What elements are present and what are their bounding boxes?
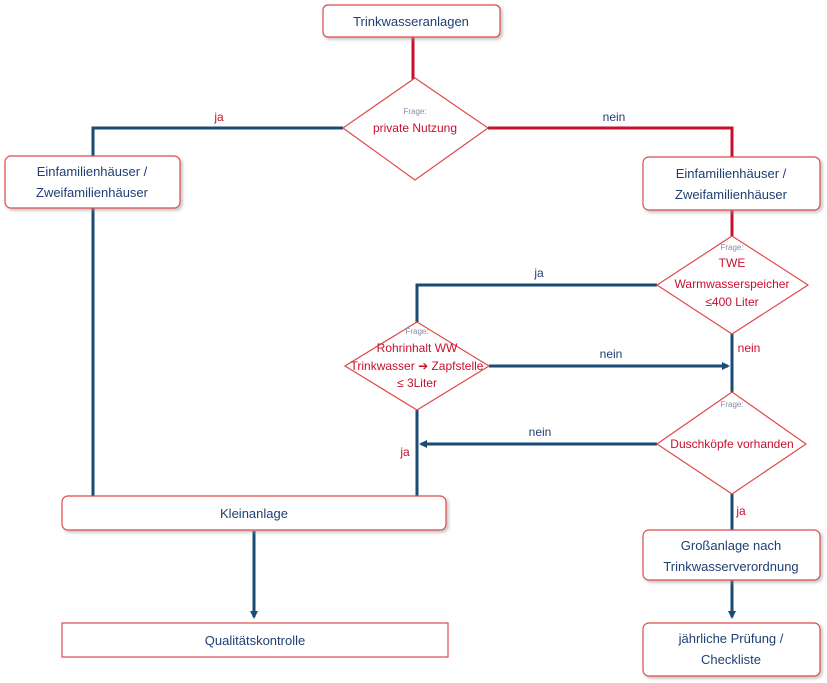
node-kleinanlage: Kleinanlage — [61, 495, 447, 531]
node-left-haeuser: Einfamilienhäuser / Zweifamilienhäuser — [4, 155, 181, 209]
q1-prefix: Frage: — [403, 107, 426, 116]
edge-q2-yes — [415, 283, 657, 323]
label-q4-yes: ja — [735, 504, 746, 518]
q2-line3: ≤400 Liter — [705, 295, 758, 309]
right-box-line1: Einfamilienhäuser / — [676, 166, 787, 181]
q3-line2: Trinkwasser ➔ Zapfstelle — [351, 359, 484, 373]
edge-q1-yes — [91, 126, 343, 157]
decision-warmwasserspeicher: Frage: TWE Warmwasserspeicher ≤400 Liter — [655, 235, 810, 335]
decision-rohrinhalt: Frage: Rohrinhalt WW Trinkwasser ➔ Zapfs… — [343, 321, 491, 411]
q2-prefix: Frage: — [720, 243, 743, 252]
decision-duschkoepfe: Frage: Duschköpfe vorhanden — [655, 391, 808, 495]
gross-line2: Trinkwasserverordnung — [663, 559, 798, 574]
gross-line1: Großanlage nach — [681, 538, 781, 553]
q2-line2: Warmwasserspeicher — [675, 277, 790, 291]
decision-private-nutzung: Frage: private Nutzung — [341, 77, 490, 181]
label-q2-yes: ja — [533, 266, 544, 280]
q4-label: Duschköpfe vorhanden — [670, 437, 793, 451]
label-q3-yes: ja — [399, 445, 410, 459]
kleinanlage-label: Kleinanlage — [220, 506, 288, 521]
label-q2-no: nein — [738, 341, 761, 355]
node-trinkwasseranlagen: Trinkwasseranlagen — [322, 4, 501, 38]
left-box-line2: Zweifamilienhäuser — [36, 185, 149, 200]
q4-prefix: Frage: — [720, 400, 743, 409]
connectors — [91, 36, 736, 619]
label-q4-no: nein — [529, 425, 552, 439]
qualitaetskontrolle-label: Qualitätskontrolle — [205, 633, 305, 648]
node-trinkwasseranlagen-label: Trinkwasseranlagen — [353, 14, 469, 29]
label-q1-no: nein — [603, 110, 626, 124]
label-q3-no: nein — [600, 347, 623, 361]
q3-prefix: Frage: — [405, 327, 428, 336]
node-qualitaetskontrolle: Qualitätskontrolle — [61, 622, 449, 658]
pruefung-line1: jährliche Prüfung / — [678, 631, 784, 646]
node-right-haeuser: Einfamilienhäuser / Zweifamilienhäuser — [642, 156, 821, 211]
left-box-line1: Einfamilienhäuser / — [37, 164, 148, 179]
q2-line1: TWE — [719, 256, 746, 270]
label-q1-yes: ja — [213, 110, 224, 124]
q1-label: private Nutzung — [373, 121, 457, 135]
edge-q1-no — [488, 126, 734, 157]
node-grossanlage: Großanlage nach Trinkwasserverordnung — [642, 529, 821, 581]
pruefung-line2: Checkliste — [701, 652, 761, 667]
right-box-line2: Zweifamilienhäuser — [675, 187, 788, 202]
q3-line1: Rohrinhalt WW — [377, 341, 458, 355]
node-pruefung: jährliche Prüfung / Checkliste — [642, 622, 821, 677]
q3-line3: ≤ 3Liter — [397, 376, 437, 390]
